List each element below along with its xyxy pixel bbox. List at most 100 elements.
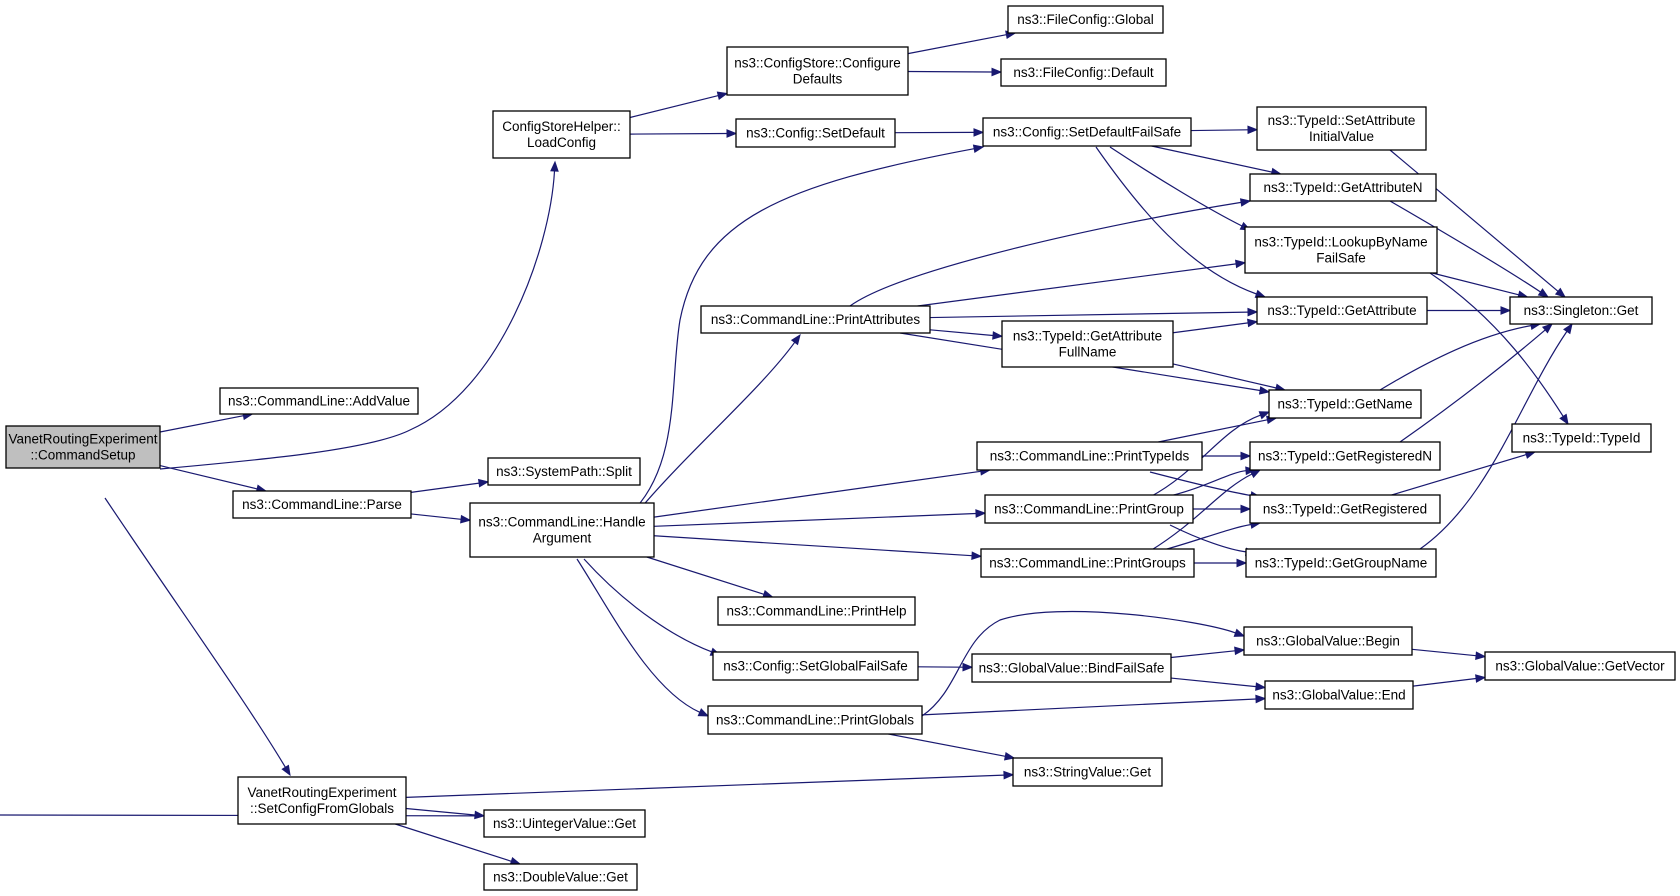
edge-setdefaultfailsafe-to-tid_getattr [1095, 146, 1267, 298]
node-tid-getname[interactable]: ns3::TypeId::GetName [1268, 389, 1422, 419]
node-box[interactable] [1249, 173, 1437, 202]
edge-setdefaultfailsafe-to-tid_setattrinit [1190, 125, 1259, 135]
node-root[interactable]: VanetRoutingExperiment::CommandSetup [5, 425, 161, 469]
edge-tid_lookup-to-tid_typeid [1429, 272, 1569, 426]
edge-printgroup-to-tid_getregn [1164, 466, 1257, 498]
node-label-line: ns3::Config::SetGlobalFailSafe [723, 659, 908, 674]
node-box[interactable] [1484, 651, 1676, 681]
node-box[interactable] [1249, 441, 1441, 471]
node-setglobalfs[interactable]: ns3::Config::SetGlobalFailSafe [712, 651, 919, 681]
node-box[interactable] [1243, 626, 1413, 656]
node-box[interactable] [707, 705, 923, 735]
node-tid-getattr[interactable]: ns3::TypeId::GetAttribute [1256, 296, 1428, 325]
node-box[interactable] [1256, 296, 1428, 325]
node-box[interactable] [984, 494, 1194, 524]
edge-arrowhead [1258, 386, 1271, 395]
node-box[interactable] [487, 457, 641, 486]
node-tid-getgroupname[interactable]: ns3::TypeId::GetGroupName [1245, 548, 1437, 578]
node-box[interactable] [980, 548, 1195, 578]
node-box[interactable] [1264, 680, 1414, 710]
node-uintvalue[interactable]: ns3::UintegerValue::Get [483, 809, 646, 838]
edge-line [1412, 677, 1477, 687]
edge-arrowhead [1249, 469, 1262, 479]
edge-arrowhead [1240, 504, 1252, 514]
node-box[interactable] [483, 809, 646, 838]
node-box[interactable] [1001, 320, 1174, 368]
edge-handlearg-to-printgroup [653, 509, 987, 527]
edge-arrowhead [1255, 682, 1267, 691]
node-box[interactable] [1268, 389, 1422, 419]
node-doublevalue[interactable]: ns3::DoubleValue::Get [483, 863, 638, 891]
node-tid-getregn[interactable]: ns3::TypeId::GetRegisteredN [1249, 441, 1441, 471]
node-box[interactable] [1256, 106, 1427, 151]
node-printgroups[interactable]: ns3::CommandLine::PrintGroups [980, 548, 1195, 578]
node-printgroup[interactable]: ns3::CommandLine::PrintGroup [984, 494, 1194, 524]
node-stringvalue[interactable]: ns3::StringValue::Get [1012, 757, 1163, 787]
node-box[interactable] [1509, 296, 1653, 325]
node-printtypeids[interactable]: ns3::CommandLine::PrintTypeIds [976, 441, 1203, 471]
node-box[interactable] [1249, 494, 1441, 524]
node-addvalue[interactable]: ns3::CommandLine::AddValue [219, 387, 419, 415]
node-box[interactable] [717, 596, 916, 626]
edge-arrowhead [1236, 558, 1248, 568]
node-config-setdefault[interactable]: ns3::Config::SetDefault [735, 118, 896, 148]
edge-arrowhead [474, 810, 486, 820]
edge-line [634, 148, 975, 510]
node-box[interactable] [5, 425, 161, 469]
node-gv-end[interactable]: ns3::GlobalValue::End [1264, 680, 1414, 710]
node-box[interactable] [1244, 226, 1438, 274]
node-box[interactable] [735, 118, 896, 148]
node-tid-getreg[interactable]: ns3::TypeId::GetRegistered [1249, 494, 1441, 524]
node-box[interactable] [726, 46, 909, 96]
node-box[interactable] [483, 863, 638, 891]
node-box[interactable] [971, 653, 1172, 683]
edge-arrowhead [1234, 646, 1246, 656]
node-box[interactable] [976, 441, 1203, 471]
node-box[interactable] [712, 651, 919, 681]
edge-parse-to-sp_split [410, 478, 490, 493]
node-tid-getattrn[interactable]: ns3::TypeId::GetAttributeN [1249, 173, 1437, 202]
node-box[interactable] [1012, 757, 1163, 787]
node-box[interactable] [492, 110, 631, 159]
edge-tid_getattrn-to-singleton_get [1389, 200, 1550, 298]
node-label-line: ns3::CommandLine::Parse [242, 497, 402, 512]
node-gv-getvector[interactable]: ns3::GlobalValue::GetVector [1484, 651, 1676, 681]
edge-setcfg-to-stringvalue [405, 770, 1015, 798]
node-parse[interactable]: ns3::CommandLine::Parse [232, 490, 412, 519]
node-tid-typeid[interactable]: ns3::TypeId::TypeId [1511, 423, 1652, 453]
node-label-line: ns3::CommandLine::AddValue [228, 394, 410, 409]
node-fc-default[interactable]: ns3::FileConfig::Default [1000, 58, 1167, 87]
node-fc-global[interactable]: ns3::FileConfig::Global [1007, 5, 1164, 34]
node-setcfg[interactable]: VanetRoutingExperiment::SetConfigFromGlo… [237, 776, 407, 825]
edge-tid_getregn-to-singleton_get [1399, 323, 1554, 443]
node-singleton-get[interactable]: ns3::Singleton::Get [1509, 296, 1653, 325]
node-box[interactable] [1007, 5, 1164, 34]
node-gv-begin[interactable]: ns3::GlobalValue::Begin [1243, 626, 1413, 656]
node-label-line: ns3::CommandLine::Handle [478, 515, 645, 530]
edge-line [653, 470, 981, 518]
edge-cs_configure-to-fc_global [907, 30, 1017, 55]
node-sp-split[interactable]: ns3::SystemPath::Split [487, 457, 641, 486]
node-box[interactable] [219, 387, 419, 415]
node-setdefaultfailsafe[interactable]: ns3::Config::SetDefaultFailSafe [982, 117, 1192, 147]
edge-line [1172, 363, 1277, 389]
node-printglobals[interactable]: ns3::CommandLine::PrintGlobals [707, 705, 923, 735]
node-label-line: LoadConfig [527, 135, 596, 150]
node-gv-bindfs[interactable]: ns3::GlobalValue::BindFailSafe [971, 653, 1172, 683]
node-box[interactable] [982, 117, 1192, 147]
node-loadconfig[interactable]: ConfigStoreHelper::LoadConfig [492, 110, 631, 159]
node-box[interactable] [1245, 548, 1437, 578]
node-box[interactable] [700, 305, 931, 334]
node-box[interactable] [237, 776, 407, 825]
node-box[interactable] [1511, 423, 1652, 453]
node-printhelp[interactable]: ns3::CommandLine::PrintHelp [717, 596, 916, 626]
node-printattrs[interactable]: ns3::CommandLine::PrintAttributes [700, 305, 931, 334]
node-box[interactable] [469, 502, 655, 558]
node-box[interactable] [232, 490, 412, 519]
node-box[interactable] [1000, 58, 1167, 87]
